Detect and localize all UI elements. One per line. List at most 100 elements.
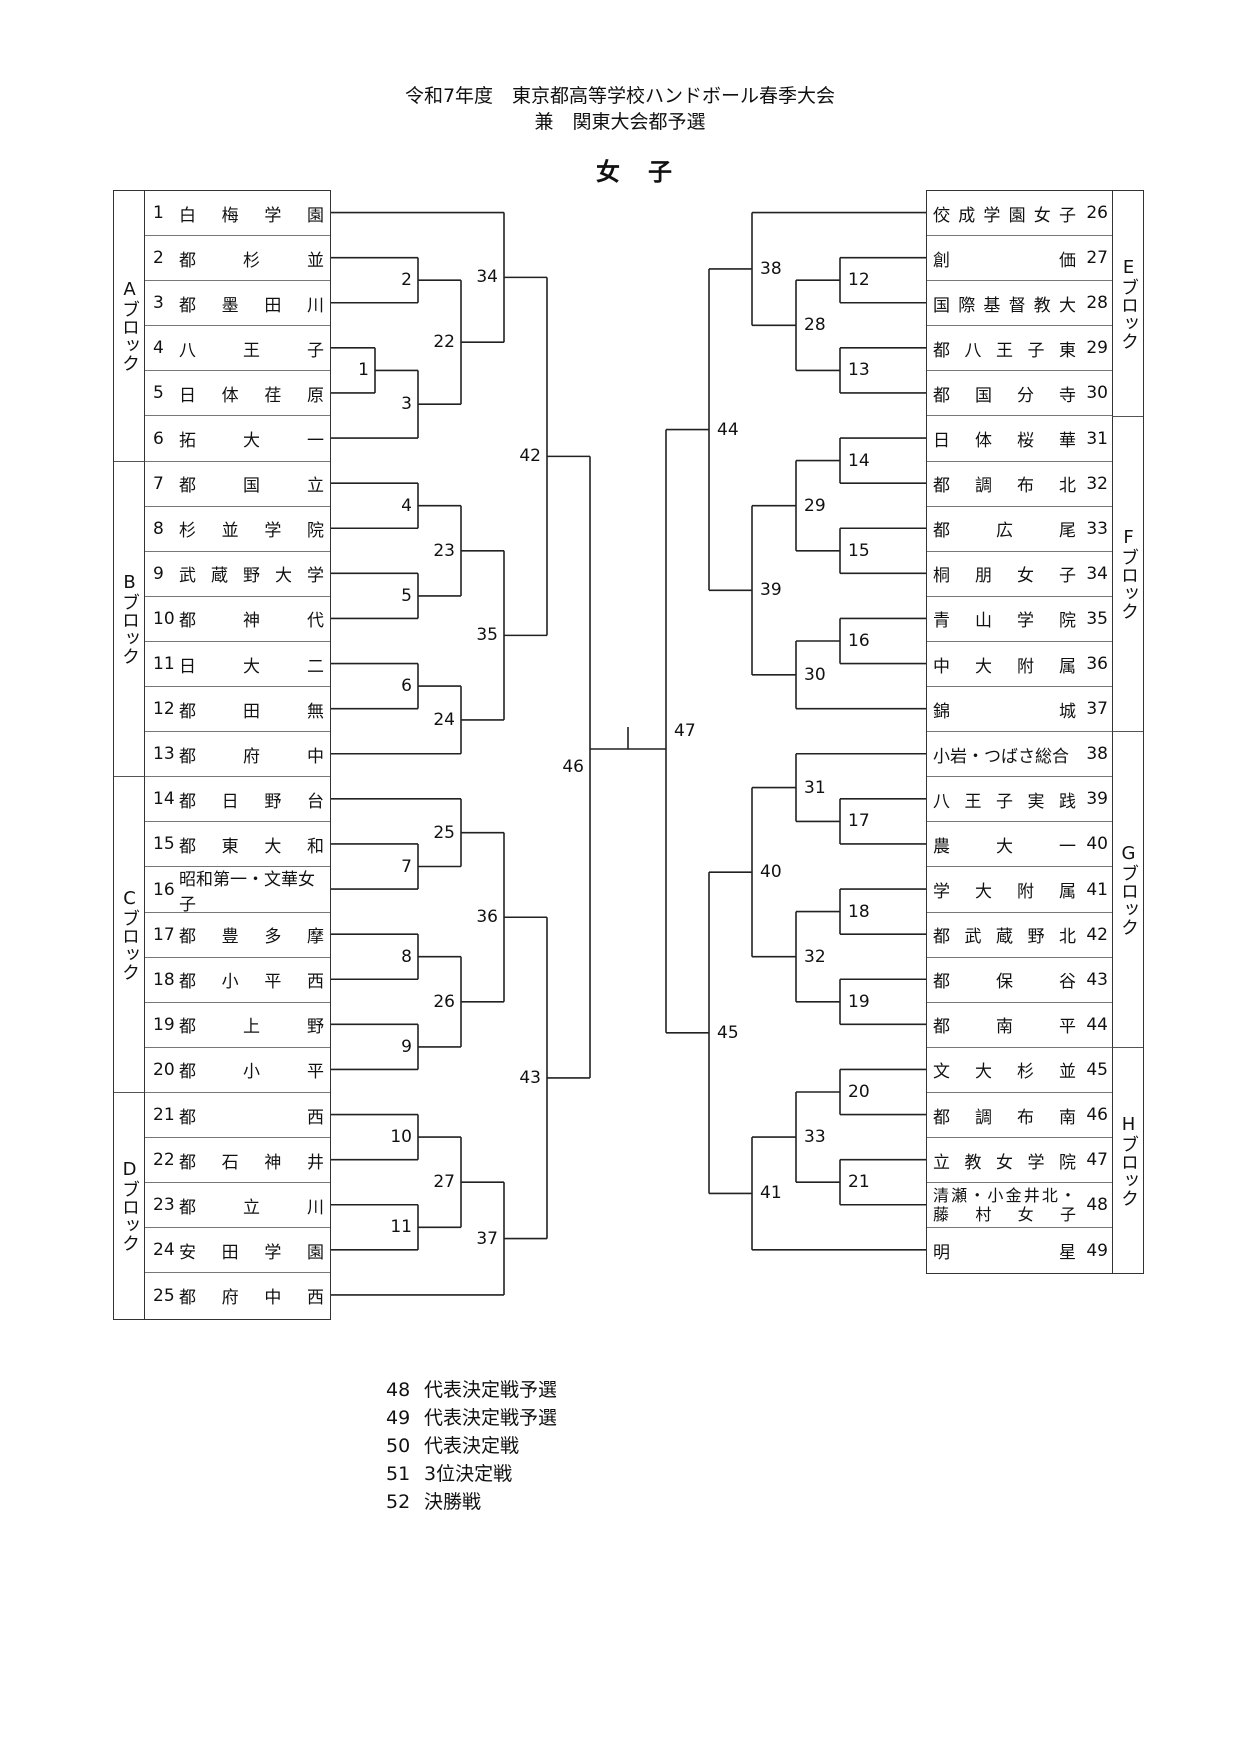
team-number: 46 xyxy=(1086,1105,1108,1126)
team-name: 日体荏原 xyxy=(179,385,324,406)
team-number: 18 xyxy=(153,969,175,990)
team-name: 都杉並 xyxy=(179,250,324,271)
team-number: 48 xyxy=(1086,1195,1108,1216)
block-name: Cブロック xyxy=(119,888,140,982)
match-number: 39 xyxy=(760,580,782,601)
team-name: 都府中西 xyxy=(179,1288,324,1309)
team-name: 佼成学園女子 xyxy=(933,205,1076,226)
team-name: 都墨田川 xyxy=(179,295,324,316)
match-number: 43 xyxy=(519,1067,541,1088)
match-number: 32 xyxy=(804,946,826,967)
team-number: 45 xyxy=(1086,1059,1108,1080)
team-number: 6 xyxy=(153,428,164,449)
block-name: Fブロック xyxy=(1118,527,1139,621)
team-name: 都日野台 xyxy=(179,791,324,812)
match-number: 18 xyxy=(848,901,870,922)
team-name: 都国立 xyxy=(179,476,324,497)
team-number: 44 xyxy=(1086,1014,1108,1035)
team-name: 錦城 xyxy=(933,701,1076,722)
match-number: 38 xyxy=(760,258,782,279)
block-label: Fブロック xyxy=(1112,416,1143,733)
team-number: 35 xyxy=(1086,608,1108,629)
team-number: 49 xyxy=(1086,1240,1108,1261)
legend-number: 49 xyxy=(386,1407,411,1429)
match-number: 29 xyxy=(804,495,826,516)
block-label: Eブロック xyxy=(1112,191,1143,417)
match-number: 37 xyxy=(476,1228,498,1249)
team-name-line: 清瀬・小金井北・ xyxy=(933,1186,1076,1206)
team-number: 12 xyxy=(153,699,175,720)
team-number: 47 xyxy=(1086,1150,1108,1171)
team-name: 立教女学院 xyxy=(933,1152,1076,1173)
legend-text: 決勝戦 xyxy=(424,1491,482,1513)
team-name: 都豊多摩 xyxy=(179,927,324,948)
team-number: 25 xyxy=(153,1285,175,1306)
team-number: 36 xyxy=(1086,654,1108,675)
team-row: 5 日体荏原 xyxy=(145,371,330,417)
team-number: 40 xyxy=(1086,834,1108,855)
team-row: 都広尾 33 xyxy=(927,507,1112,552)
team-number: 5 xyxy=(153,383,164,404)
team-number: 33 xyxy=(1086,518,1108,539)
team-name: 都八王子東 xyxy=(933,340,1076,361)
team-name: 安田学園 xyxy=(179,1242,324,1263)
team-name-line: 藤村女子 xyxy=(933,1205,1076,1225)
team-number: 37 xyxy=(1086,699,1108,720)
block-name: Eブロック xyxy=(1118,256,1139,350)
team-number: 8 xyxy=(153,518,164,539)
team-name: 武蔵野大学 xyxy=(179,566,324,587)
team-number: 4 xyxy=(153,338,164,359)
team-name: 都小平 xyxy=(179,1062,324,1083)
match-number: 4 xyxy=(401,495,412,516)
team-number: 41 xyxy=(1086,879,1108,900)
block-label: Bブロック xyxy=(114,461,145,778)
match-number: 5 xyxy=(401,585,412,606)
team-name: 都南平 xyxy=(933,1017,1076,1038)
match-number: 19 xyxy=(848,991,870,1012)
match-number: 15 xyxy=(848,540,870,561)
team-name: 中大附属 xyxy=(933,656,1076,677)
match-number: 46 xyxy=(562,757,584,778)
match-number: 24 xyxy=(433,709,455,730)
match-number: 26 xyxy=(433,991,455,1012)
team-name: 都武蔵野北 xyxy=(933,927,1076,948)
match-number: 27 xyxy=(433,1172,455,1193)
match-number: 30 xyxy=(804,664,826,685)
team-number: 38 xyxy=(1086,744,1108,765)
team-name: 都国分寺 xyxy=(933,385,1076,406)
legend-number: 50 xyxy=(386,1435,411,1457)
legend-text: 3位決定戦 xyxy=(424,1463,513,1485)
team-name: 昭和第一・文華女子 xyxy=(179,869,315,915)
team-number: 31 xyxy=(1086,428,1108,449)
team-number: 16 xyxy=(153,879,175,900)
team-name: 都東大和 xyxy=(179,836,324,857)
block-label: Hブロック xyxy=(1112,1047,1143,1274)
team-number: 11 xyxy=(153,654,175,675)
team-number: 22 xyxy=(153,1150,175,1171)
team-name: 日大二 xyxy=(179,656,324,677)
match-number: 20 xyxy=(848,1082,870,1102)
team-name: 桐朋女子 xyxy=(933,566,1076,587)
team-name: 農大一 xyxy=(933,836,1076,857)
team-name: 都調布南 xyxy=(933,1107,1076,1128)
team-name: 都保谷 xyxy=(933,972,1076,993)
team-name: 都広尾 xyxy=(933,521,1076,542)
